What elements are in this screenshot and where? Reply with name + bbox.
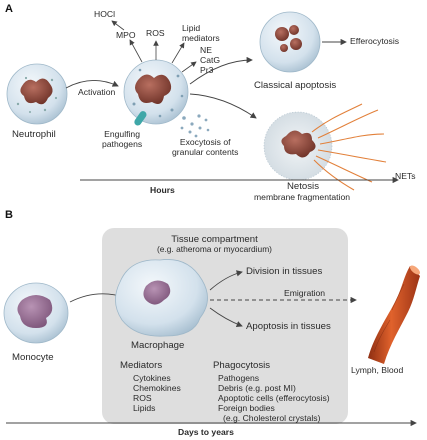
ros-label: ROS: [146, 28, 165, 38]
panel-b-letter: B: [5, 209, 13, 221]
membrane-fragmentation-label: membrane fragmentation: [254, 192, 351, 202]
lymph-blood-label: Lymph, Blood: [351, 365, 404, 375]
nets-label: NETs: [395, 171, 416, 181]
macrophage-label: Macrophage: [131, 340, 185, 351]
netotic-cell: [263, 103, 387, 191]
mediators-list: Cytokines Chemokines ROS Lipids: [133, 373, 181, 413]
efferocytosis-label: Efferocytosis: [350, 36, 400, 46]
exocytosis-label: Exocytosis of granular contents: [172, 137, 239, 157]
apoptotic-cell: [259, 11, 321, 73]
proteases-label: NE CatG Pr3: [200, 45, 221, 75]
tissue-compartment-label: Tissue compartment (e.g. atheroma or myo…: [157, 234, 272, 255]
hours-label: Hours: [150, 185, 175, 195]
mediators-title: Mediators: [120, 360, 163, 371]
engulfing-pathogens-label: Engulfing pathogens: [102, 129, 143, 149]
macrophage-cell: [115, 259, 208, 337]
vessel: [368, 265, 420, 364]
granules: [180, 114, 210, 138]
hocl-label: HOCl: [94, 9, 116, 19]
classical-apoptosis-label: Classical apoptosis: [254, 80, 337, 91]
phagocytosis-list: Pathogens Debris (e.g. post MI) Apoptoti…: [218, 373, 330, 423]
neutrophil-cell: [6, 63, 68, 125]
emigration-label: Emigration: [284, 288, 326, 298]
mpo-label: MPO: [116, 30, 136, 40]
netosis-label: Netosis: [287, 181, 319, 192]
monocyte-cell: [3, 282, 69, 344]
phagocytosis-title: Phagocytosis: [213, 360, 271, 371]
division-label: Division in tissues: [246, 266, 323, 277]
days-to-years-label: Days to years: [178, 427, 234, 437]
activation-arrow: [65, 80, 119, 89]
activation-label: Activation: [78, 87, 116, 97]
lipid-mediators-label: Lipid mediators: [182, 23, 220, 43]
panel-a-letter: A: [5, 3, 13, 15]
neutrophil-label: Neutrophil: [12, 129, 56, 140]
activated-neutrophil-cell: [123, 59, 189, 126]
apoptosis-tissues-label: Apoptosis in tissues: [246, 321, 331, 332]
monocyte-label: Monocyte: [12, 352, 54, 363]
